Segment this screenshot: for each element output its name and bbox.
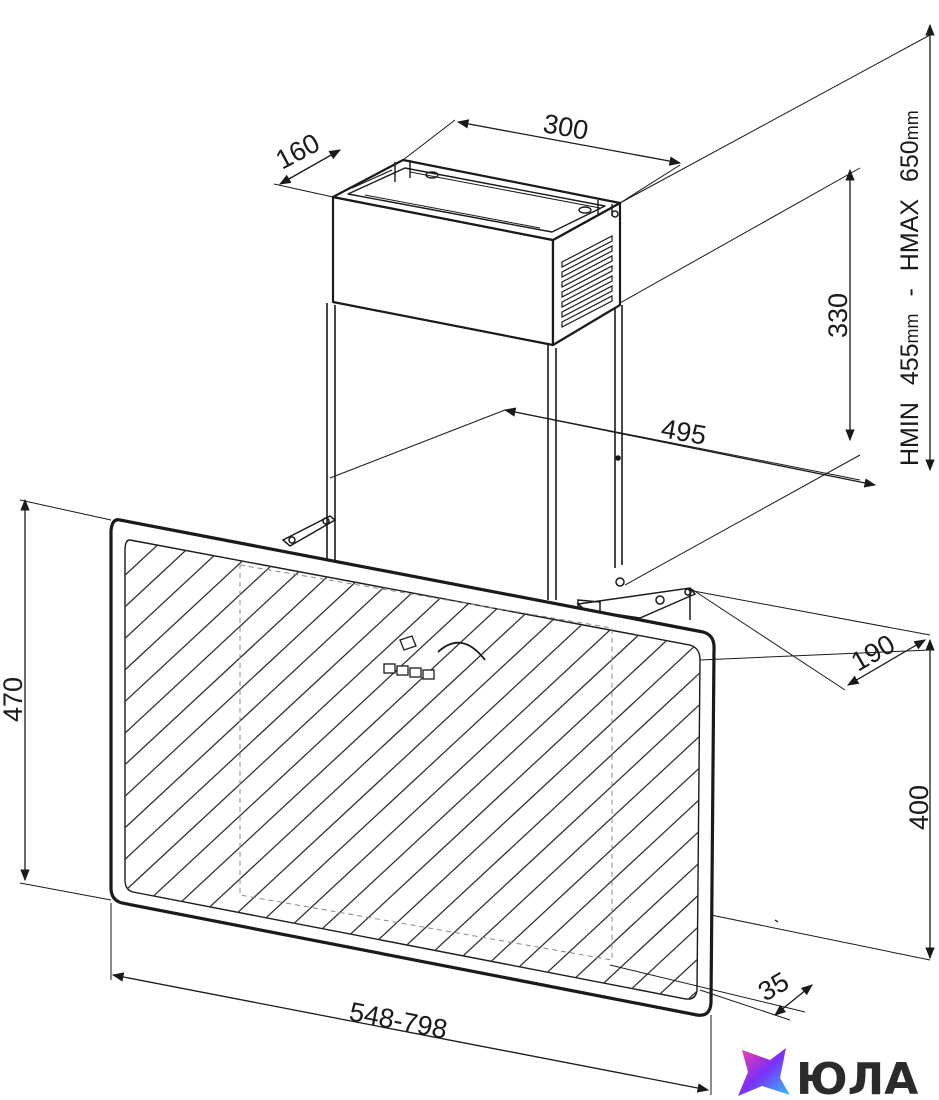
hatch-line: [291, 539, 700, 1000]
hatch-line: [802, 500, 939, 1020]
range-separator: -: [896, 288, 924, 296]
yula-logo-icon: [738, 1048, 790, 1096]
hatch-line: [325, 539, 700, 1000]
hatch-line: [257, 539, 700, 1000]
dim-495: 495: [659, 413, 709, 450]
hatch-line: [125, 539, 309, 1000]
hmax-label: HMAX: [896, 199, 924, 272]
upper-chimney: [331, 158, 622, 347]
control-panel: [383, 635, 435, 680]
dimension-lines: [20, 23, 935, 1093]
hatch-line: [125, 539, 445, 1000]
dim-470: 470: [0, 677, 28, 722]
glass-panel: [0, 500, 939, 1020]
hatch-line: [125, 539, 377, 1000]
hatch-line: [597, 539, 700, 1000]
hmax-unit: mm: [902, 110, 922, 140]
hatch-line: [734, 500, 939, 1020]
dim-330: 330: [823, 293, 853, 338]
hatch-line: [461, 539, 700, 1000]
svg-text:HMIN 455mm -: HMIN 455mm - HMAX 650mm: [896, 110, 924, 466]
hatch-line: [393, 539, 700, 1000]
yula-logo-text: ЮЛА: [796, 1054, 918, 1100]
hatch-line: [699, 539, 700, 1000]
hmin-unit: mm: [902, 313, 922, 343]
hatch-line: [125, 539, 241, 1000]
lower-chimney: [326, 303, 623, 600]
hatch-line: [0, 500, 104, 1020]
dim-400: 400: [904, 785, 934, 830]
height-range-label: HMIN 455mm - HMAX 650mm: [896, 110, 924, 466]
dim-160: 160: [271, 128, 325, 176]
hmin-label: HMIN: [896, 402, 924, 466]
hatch-line: [529, 539, 700, 1000]
hatch-line: [563, 539, 700, 1000]
hatch-line: [427, 539, 700, 1000]
vent-slots: [561, 235, 613, 328]
hatch-line: [125, 539, 275, 1000]
dim-300: 300: [541, 108, 591, 145]
hatch-line: [125, 539, 411, 1000]
hatch-line: [0, 500, 70, 1020]
yula-logo: ЮЛА: [738, 1048, 918, 1100]
hmax-value: 650: [896, 140, 924, 182]
dim-190: 190: [846, 629, 900, 678]
hatch-line: [495, 539, 700, 1000]
hatch-line: [359, 539, 700, 1000]
hatch-line: [125, 539, 343, 1000]
hmin-value: 455: [896, 343, 924, 385]
hatch-line: [768, 500, 939, 1020]
dim-548-798: 548-798: [347, 996, 450, 1044]
